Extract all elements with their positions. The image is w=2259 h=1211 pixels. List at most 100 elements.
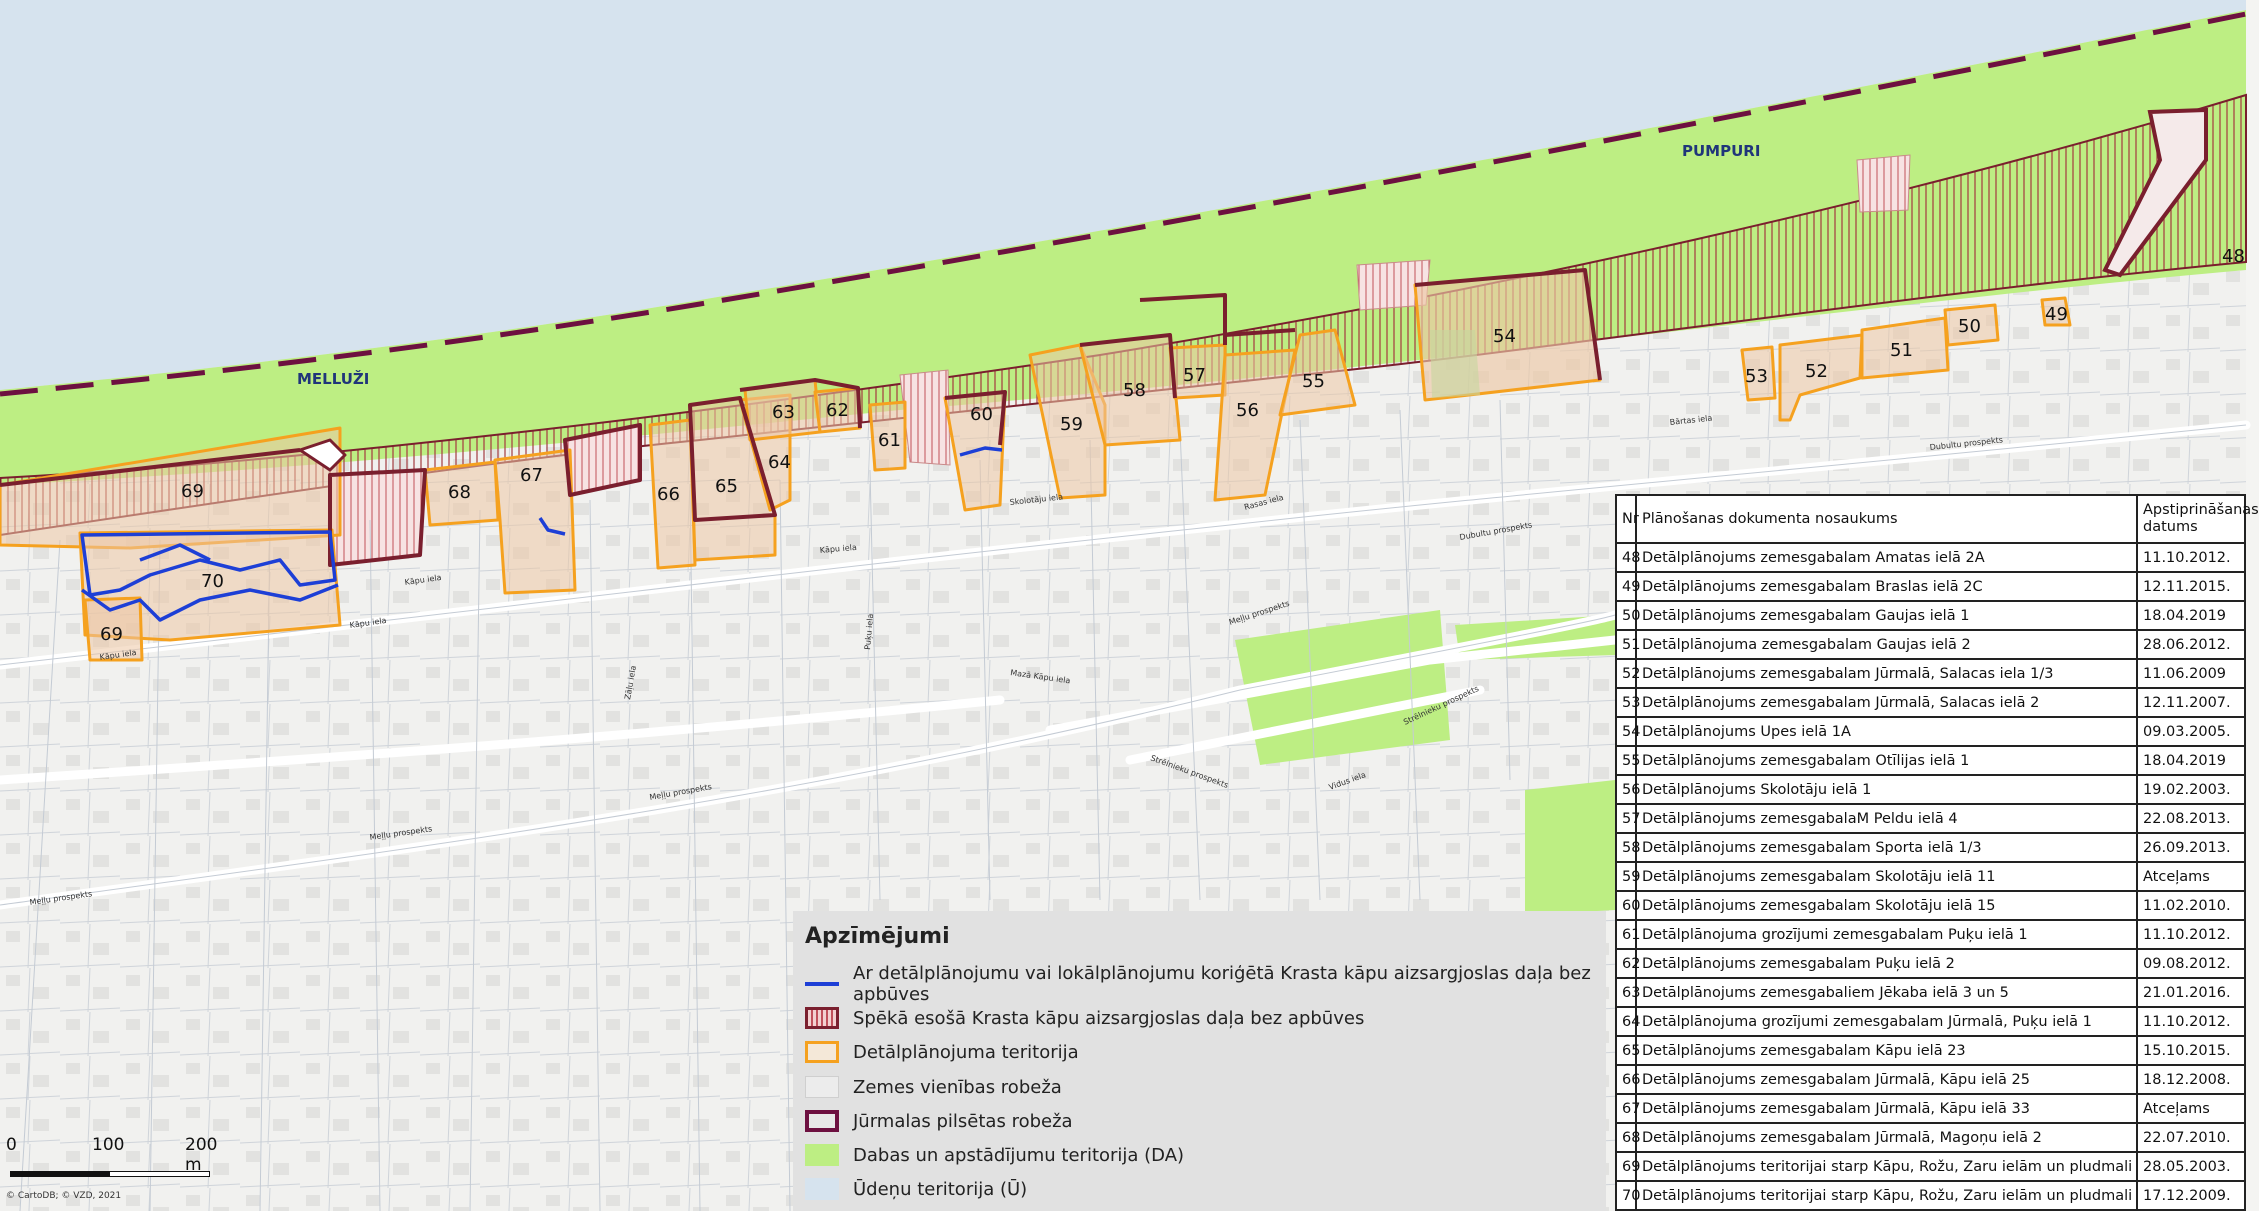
parcel-number: 60 <box>970 404 993 425</box>
table-cell-nr: 65 <box>1615 1035 1640 1066</box>
table-cell-date: 17.12.2009. <box>2136 1180 2246 1211</box>
table-cell-nr: 67 <box>1615 1093 1640 1124</box>
table-cell-name: Detālplānojums zemesgabalam Gaujas ielā … <box>1635 600 2138 631</box>
table-cell-date: 22.07.2010. <box>2136 1122 2246 1153</box>
column-header-nr: Nr <box>1615 494 1639 544</box>
parcel-number: 61 <box>878 430 901 451</box>
table-cell-nr: 63 <box>1615 977 1640 1008</box>
legend-item: Dabas un apstādījumu teritorija (DA) <box>805 1140 1184 1170</box>
scale-label-mid: 100 <box>92 1135 125 1155</box>
table-cell-date: 11.06.2009 <box>2136 658 2246 689</box>
parcel-53 <box>1740 345 1777 402</box>
table-cell-nr: 52 <box>1615 658 1640 689</box>
table-cell-nr: 60 <box>1615 890 1640 921</box>
table-cell-date: 12.11.2007. <box>2136 687 2246 718</box>
table-cell-date: 09.03.2005. <box>2136 716 2246 747</box>
place-label-melluzi: MELLUŽI <box>297 369 369 388</box>
table-cell-name: Detālplānojuma grozījumi zemesgabalam Jū… <box>1635 1006 2138 1037</box>
table-cell-name: Detālplānojuma zemesgabalam Gaujas ielā … <box>1635 629 2138 660</box>
table-cell-date: 11.10.2012. <box>2136 1006 2246 1037</box>
table-cell-nr: 56 <box>1615 774 1640 805</box>
table-cell-date: Atceļams <box>2136 861 2246 892</box>
planning-documents-table: Nr Plānošanas dokumenta nosaukums Apstip… <box>1615 494 2259 1211</box>
parcel-number: 48 <box>2222 246 2245 267</box>
table-cell-date: 11.02.2010. <box>2136 890 2246 921</box>
parcel-51 <box>1860 316 1950 380</box>
table-cell-name: Detālplānojums teritorijai starp Kāpu, R… <box>1635 1180 2138 1211</box>
table-cell-nr: 68 <box>1615 1122 1640 1153</box>
parcel-61 <box>868 400 907 472</box>
table-cell-name: Detālplānojums zemesgabalam Sporta ielā … <box>1635 832 2138 863</box>
table-cell-name: Detālplānojums zemesgabalam Skolotāju ie… <box>1635 890 2138 921</box>
table-cell-nr: 59 <box>1615 861 1640 892</box>
table-cell-name: Detālplānojums zemesgabalam Jūrmalā, Kāp… <box>1635 1064 2138 1095</box>
table-cell-name: Detālplānojums zemesgabalam Jūrmalā, Kāp… <box>1635 1093 2138 1124</box>
parcel-number: 52 <box>1805 361 1828 382</box>
parcel-number: 55 <box>1302 371 1325 392</box>
table-cell-name: Detālplānojums zemesgabalam Jūrmalā, Mag… <box>1635 1122 2138 1153</box>
street-label: Kāpu iela <box>819 543 857 555</box>
table-cell-nr: 58 <box>1615 832 1640 863</box>
table-cell-name: Detālplānojums zemesgabalam Otīlijas iel… <box>1635 745 2138 776</box>
table-cell-date: 19.02.2003. <box>2136 774 2246 805</box>
table-cell-nr: 57 <box>1615 803 1640 834</box>
table-cell-nr: 64 <box>1615 1006 1640 1037</box>
parcel-number: 49 <box>2045 304 2068 325</box>
scale-label-zero: 0 <box>6 1135 17 1155</box>
parcel-layer <box>0 268 2072 662</box>
legend-item: Ūdeņu teritorija (Ū) <box>805 1174 1027 1204</box>
table-cell-nr: 49 <box>1615 571 1640 602</box>
street-label: Bārtas iela <box>1669 414 1713 427</box>
parcel-number: 69 <box>100 624 123 645</box>
parcel-number: 66 <box>657 484 680 505</box>
table-cell-date: 21.01.2016. <box>2136 977 2246 1008</box>
table-cell-name: Detālplānojums Skolotāju ielā 1 <box>1635 774 2138 805</box>
blue-line-icon <box>805 982 839 986</box>
table-cell-name: Detālplānojums teritorijai starp Kāpu, R… <box>1635 1151 2138 1182</box>
table-cell-name: Detālplānojuma grozījumi zemesgabalam Pu… <box>1635 919 2138 950</box>
parcel-number: 59 <box>1060 414 1083 435</box>
parcel-55 <box>1278 328 1357 417</box>
table-cell-date: 28.05.2003. <box>2136 1151 2246 1182</box>
table-cell-name: Detālplānojums Upes ielā 1A <box>1635 716 2138 747</box>
table-cell-name: Detālplānojums zemesgabalaM Peldu ielā 4 <box>1635 803 2138 834</box>
table-header-row: Nr Plānošanas dokumenta nosaukums Apstip… <box>1615 494 2259 544</box>
legend-item: Spēkā esošā Krasta kāpu aizsargjoslas da… <box>805 1003 1364 1033</box>
grey-box-icon <box>805 1076 839 1098</box>
parcel-68 <box>423 460 500 527</box>
table-cell-name: Detālplānojums zemesgabalam Puķu ielā 2 <box>1635 948 2138 979</box>
table-cell-name: Detālplānojums zemesgabalam Kāpu ielā 23 <box>1635 1035 2138 1066</box>
parcel-50 <box>1943 303 2000 347</box>
table-cell-name: Detālplānojums zemesgabalam Braslas ielā… <box>1635 571 2138 602</box>
legend-item: Ar detālplānojumu vai lokālplānojumu kor… <box>805 963 1606 1005</box>
parcel-number: 65 <box>715 476 738 497</box>
table-cell-date: 09.08.2012. <box>2136 948 2246 979</box>
green-box-icon <box>805 1144 839 1166</box>
map-copyright: © CartoDB; © VZD, 2021 <box>6 1191 122 1201</box>
parcel-67 <box>493 448 577 595</box>
parcel-number: 51 <box>1890 340 1913 361</box>
table-cell-nr: 61 <box>1615 919 1640 950</box>
table-cell-nr: 51 <box>1615 629 1640 660</box>
table-cell-date: 18.12.2008. <box>2136 1064 2246 1095</box>
place-label-pumpuri: PUMPURI <box>1682 142 1760 160</box>
parcel-59 <box>1028 343 1107 500</box>
parcel-number: 70 <box>201 571 224 592</box>
sea-area <box>0 0 2246 390</box>
parcel-number: 58 <box>1123 380 1146 401</box>
table-cell-nr: 54 <box>1615 716 1640 747</box>
map-legend: Apzīmējumi Ar detālplānojumu vai lokālpl… <box>793 911 1606 1211</box>
legend-item: Jūrmalas pilsētas robeža <box>805 1106 1073 1136</box>
table-cell-date: 28.06.2012. <box>2136 629 2246 660</box>
table-cell-date: 26.09.2013. <box>2136 832 2246 863</box>
